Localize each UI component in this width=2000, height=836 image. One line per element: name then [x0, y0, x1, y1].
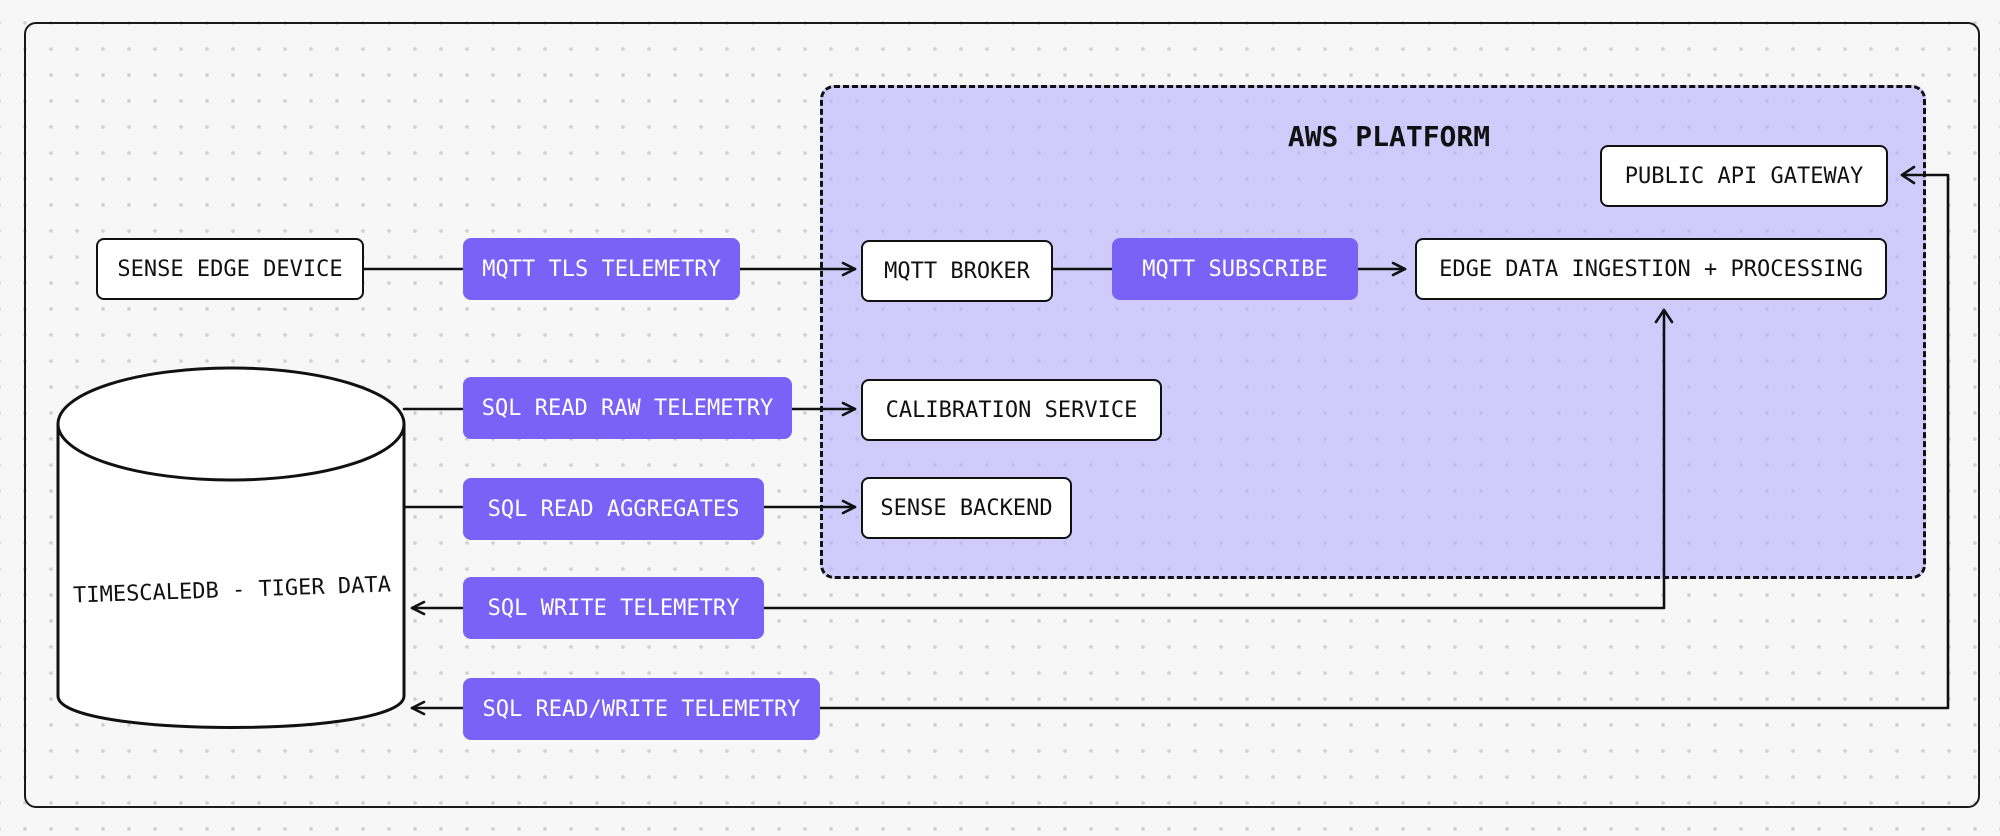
node-public-api-gateway[interactable]: PUBLIC API GATEWAY	[1600, 145, 1888, 207]
node-sense-backend[interactable]: SENSE BACKEND	[861, 477, 1072, 539]
arrowhead-into-gateway	[1900, 165, 1916, 185]
label-mqtt-subscribe: MQTT SUBSCRIBE	[1112, 238, 1358, 300]
canvas-frame	[24, 22, 1980, 808]
connector-gateway-to-db	[410, 173, 1950, 716]
node-mqtt-broker[interactable]: MQTT BROKER	[861, 240, 1053, 302]
label-sql-read-aggregates: SQL READ AGGREGATES	[463, 478, 764, 540]
label-sql-read-write-telemetry: SQL READ/WRITE TELEMETRY	[463, 678, 820, 740]
database-cylinder	[56, 366, 406, 729]
label-sql-write-telemetry: SQL WRITE TELEMETRY	[463, 577, 764, 639]
label-mqtt-tls-telemetry: MQTT TLS TELEMETRY	[463, 238, 740, 300]
label-sql-read-raw-telemetry: SQL READ RAW TELEMETRY	[463, 377, 792, 439]
node-edge-data-ingestion[interactable]: EDGE DATA INGESTION + PROCESSING	[1415, 238, 1887, 300]
connector-ingestion-to-db	[410, 309, 1666, 616]
arrowhead-into-ingestion	[1654, 308, 1674, 324]
node-calibration-service[interactable]: CALIBRATION SERVICE	[861, 379, 1162, 441]
node-sense-edge-device[interactable]: SENSE EDGE DEVICE	[96, 238, 364, 300]
aws-platform-title: AWS PLATFORM	[1287, 120, 1491, 153]
